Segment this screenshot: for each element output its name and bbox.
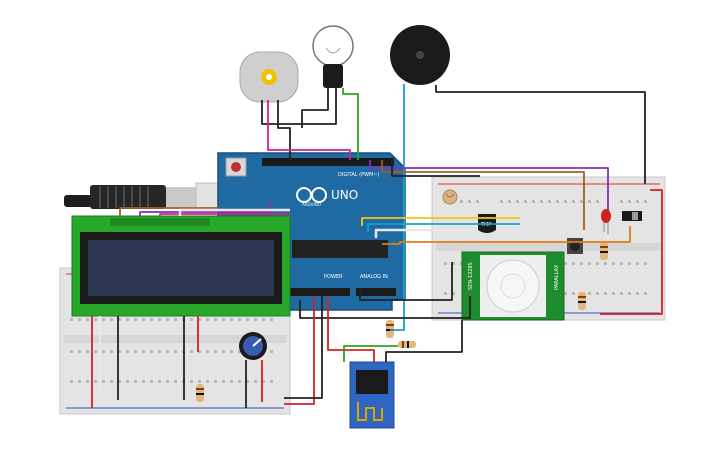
light-bulb-icon[interactable] [312, 25, 354, 88]
board-brand-label: UNO [331, 188, 358, 202]
resistor[interactable] [196, 384, 204, 402]
wire-magenta [159, 213, 290, 216]
wire-cyan [367, 223, 520, 232]
wire-black [435, 85, 646, 184]
resistor[interactable] [600, 242, 608, 260]
lcd-16x2-display[interactable] [71, 215, 291, 317]
temp-sensor-label: TMP [480, 222, 491, 228]
wire-purple [139, 200, 271, 216]
wire-red [327, 296, 375, 362]
wire-green [343, 345, 398, 362]
pir-label-right: PARALLAX [554, 264, 560, 290]
digital-header-label: DIGITAL (PWM~) [338, 172, 380, 178]
wire-brown [119, 207, 218, 216]
wire-black [391, 160, 480, 177]
wire-cyan [390, 84, 405, 331]
wire-white [178, 208, 290, 216]
resistor[interactable] [578, 292, 586, 310]
wire-brown [381, 160, 585, 230]
pushbutton-icon[interactable] [567, 238, 583, 254]
resistor[interactable] [386, 320, 394, 338]
usb-cable-icon [64, 182, 223, 212]
wire-green [342, 88, 359, 160]
arduino-logo [296, 187, 327, 203]
piezo-buzzer-icon[interactable] [390, 25, 450, 85]
wire-black [385, 320, 463, 362]
lcd-screen [88, 240, 274, 296]
wire-black [284, 296, 323, 399]
photoresistor-icon[interactable] [442, 189, 458, 205]
wire-black [299, 296, 471, 319]
led-icon[interactable] [601, 209, 611, 234]
dc-motor-icon[interactable] [239, 51, 299, 103]
wires[interactable] [91, 84, 663, 408]
wire-red [284, 296, 315, 405]
wire-black [261, 86, 337, 125]
power-header-label: POWER [324, 274, 343, 280]
analog-header-label: ANALOG IN [360, 274, 388, 280]
wire-black [301, 86, 329, 128]
wire-white [374, 228, 470, 238]
arduino-logo-label: ARDUINO [302, 202, 321, 207]
wire-black [277, 100, 291, 160]
wire-yellow [361, 217, 520, 226]
wire-black [359, 262, 453, 301]
wire-orange [382, 226, 631, 245]
potentiometer-icon[interactable] [239, 332, 267, 360]
resistor[interactable] [398, 341, 416, 348]
wire-magenta [267, 100, 351, 160]
wire-red [600, 189, 663, 315]
pir-motion-sensor[interactable]: SEN-13285 PARALLAX [461, 251, 565, 321]
wifi-module-icon[interactable] [349, 361, 395, 429]
reset-button[interactable] [231, 162, 241, 172]
pir-label-left: SEN-13285 [468, 262, 474, 290]
slide-switch-icon[interactable] [622, 211, 642, 221]
wire-purple [369, 160, 609, 210]
